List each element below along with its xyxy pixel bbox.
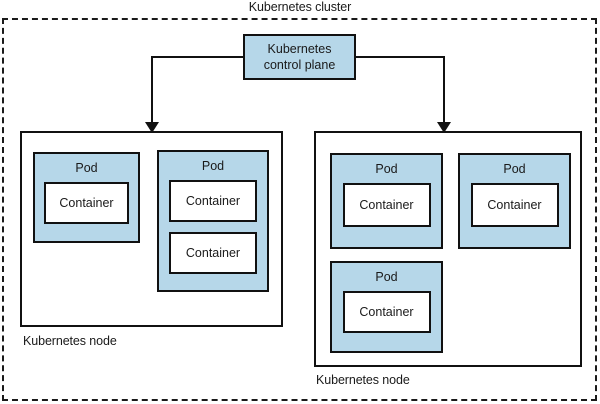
container-box: Container <box>169 180 257 222</box>
pod-left-2: Pod Container Container <box>157 150 269 292</box>
control-plane-box: Kubernetes control plane <box>243 34 356 80</box>
cluster-boundary <box>2 18 597 401</box>
pod-label: Pod <box>201 159 225 173</box>
pod-right-3: Pod Container <box>330 261 443 353</box>
container-box: Container <box>169 232 257 274</box>
control-plane-label-line2: control plane <box>263 58 336 72</box>
pod-right-1: Pod Container <box>330 153 443 249</box>
container-box: Container <box>44 182 129 224</box>
pod-label: Pod <box>375 162 398 176</box>
kubernetes-node-right-label: Kubernetes node <box>316 373 410 387</box>
pod-label: Pod <box>375 270 398 284</box>
pod-label: Pod <box>75 161 98 175</box>
container-box: Container <box>342 291 431 333</box>
cluster-title: Kubernetes cluster <box>248 0 352 14</box>
container-box: Container <box>342 183 431 227</box>
pod-label: Pod <box>503 162 526 176</box>
kubernetes-node-left-label: Kubernetes node <box>23 334 117 348</box>
pod-right-2: Pod Container <box>458 153 571 249</box>
container-box: Container <box>470 183 559 227</box>
control-plane-label-line1: Kubernetes <box>267 42 332 56</box>
pod-left-1: Pod Container <box>33 152 140 243</box>
